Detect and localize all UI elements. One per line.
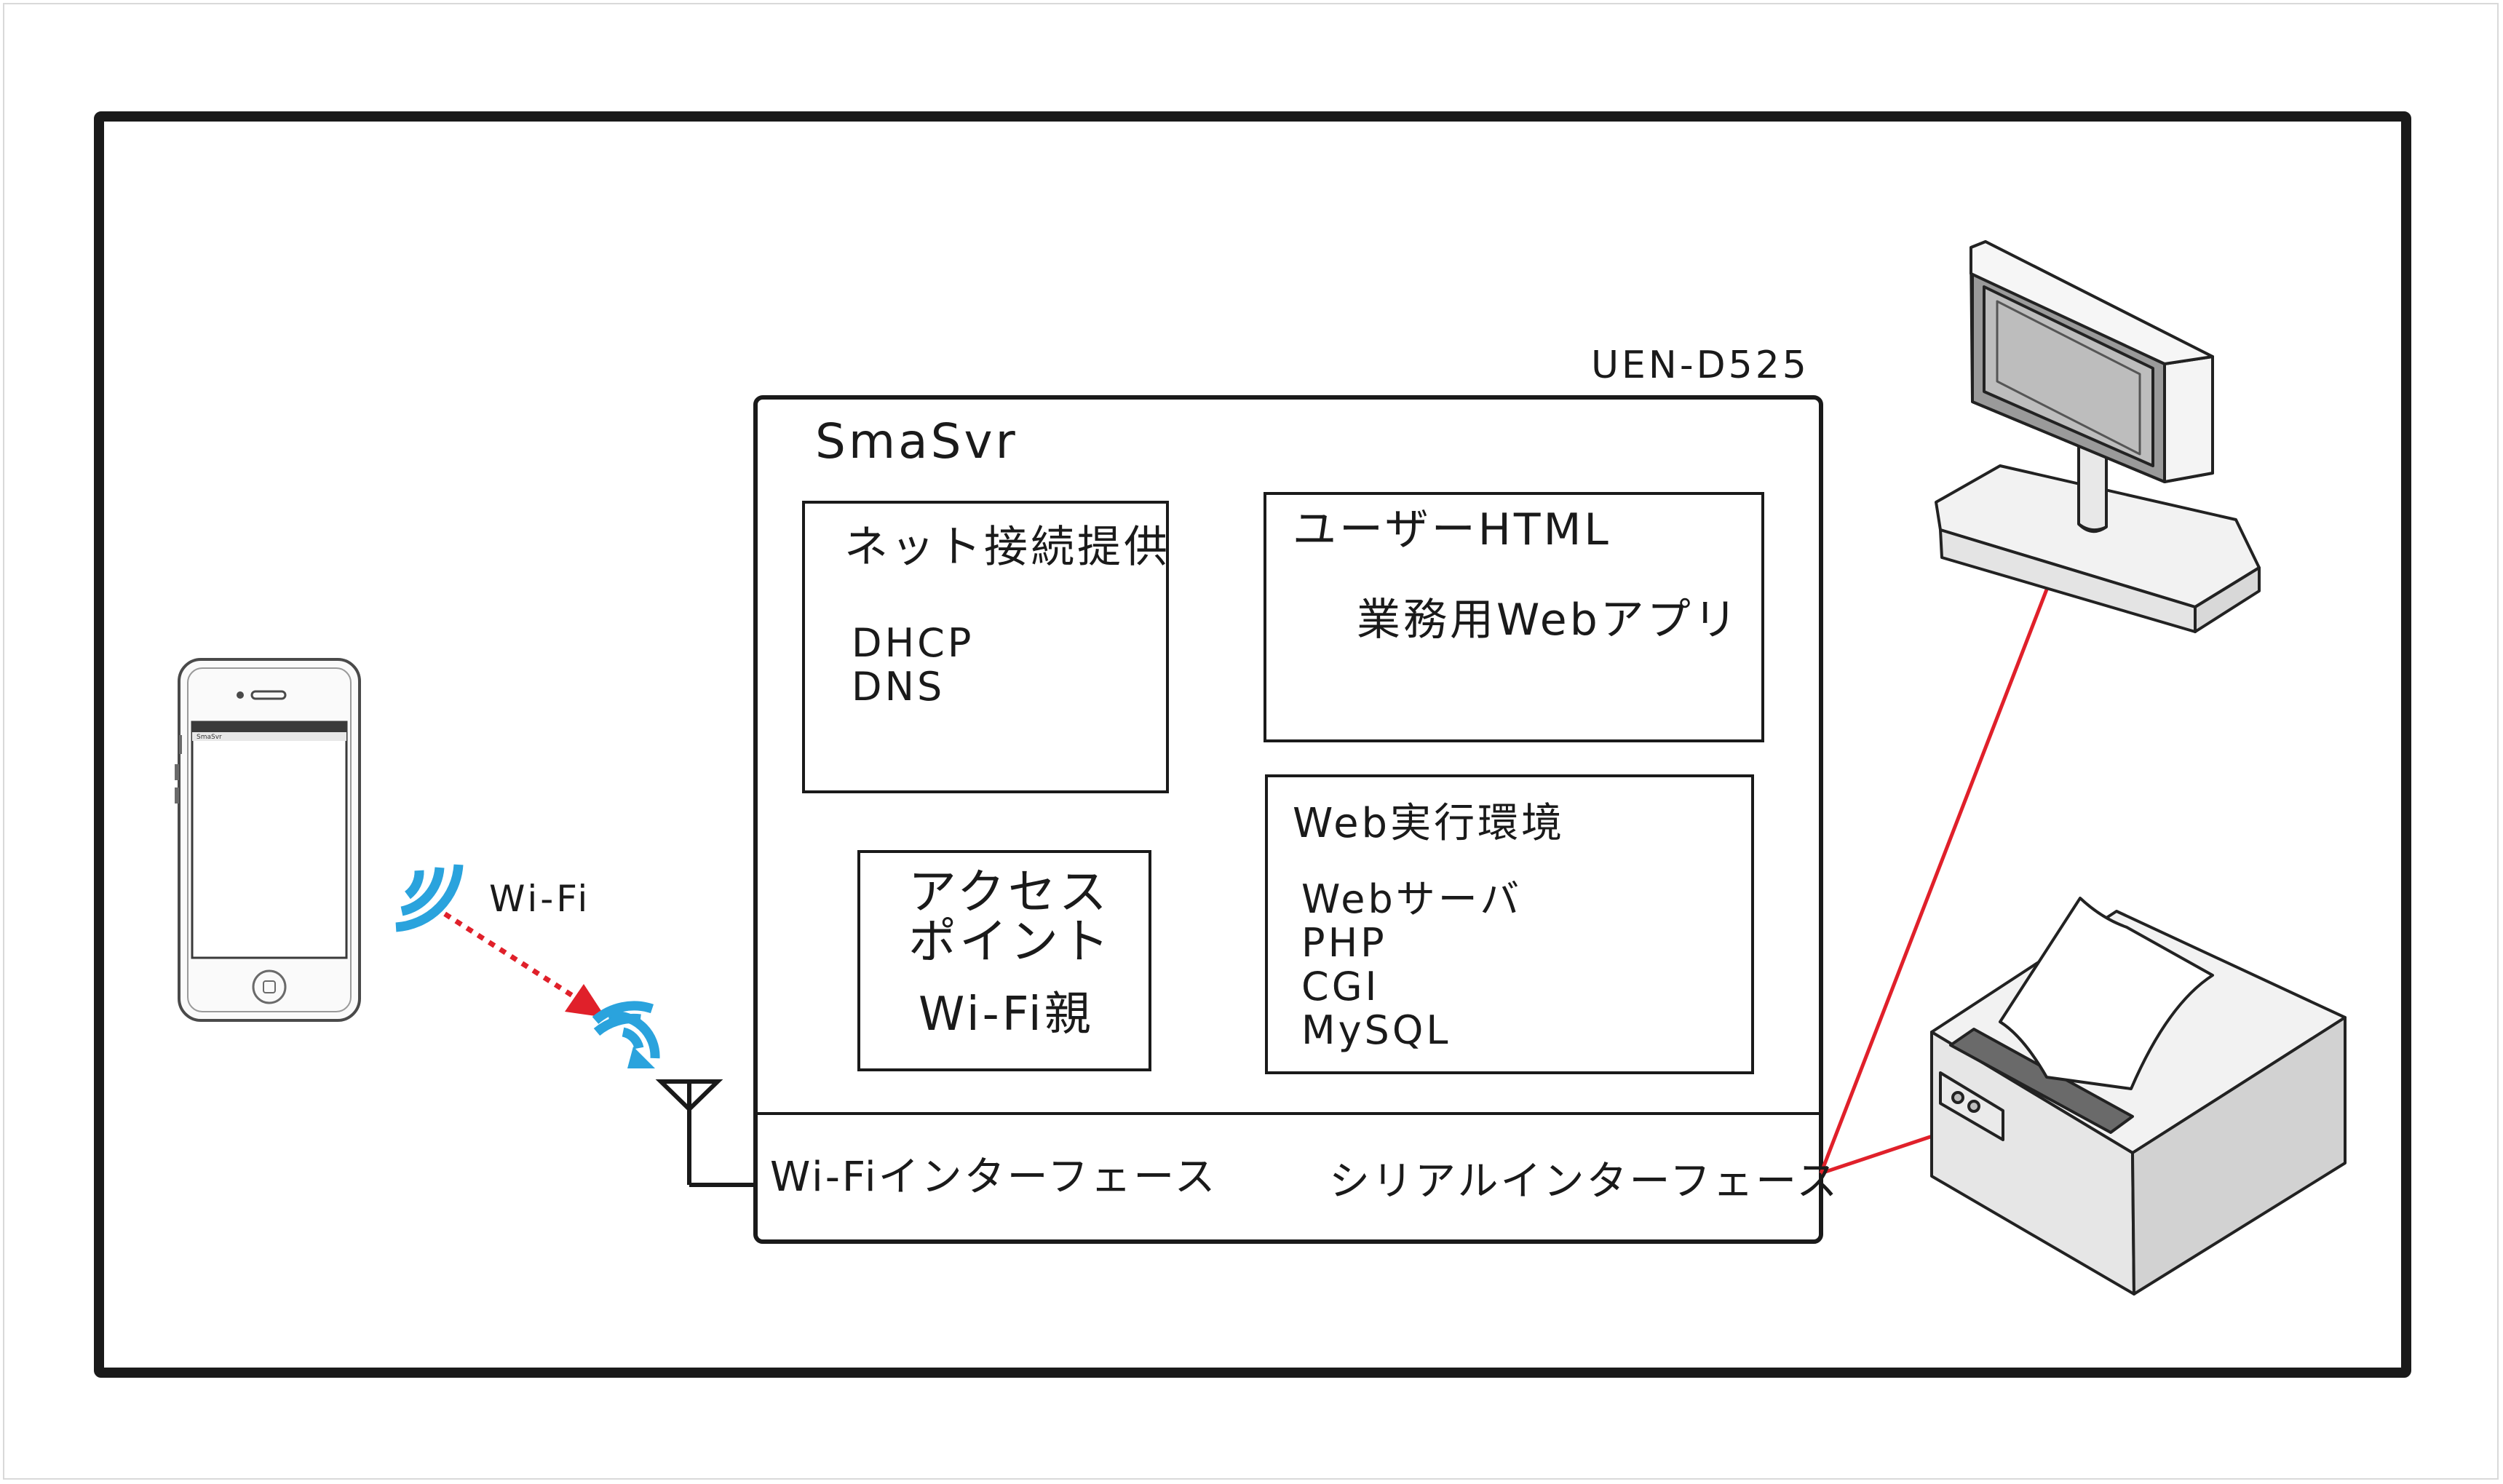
net-box-title: ネット接続提供 (844, 522, 1170, 573)
ap-title-line-1: アクセス (908, 864, 1110, 920)
access-point-box (857, 850, 1151, 1071)
web-item-php: PHP (1301, 920, 1387, 966)
web-item-mysql: MySQL (1301, 1007, 1451, 1053)
wifi-link-arrow (432, 905, 606, 1017)
web-box-items: Webサーバ PHP CGI MySQL (1301, 878, 1522, 1052)
ap-box-subtitle: Wi-Fi親 (919, 988, 1094, 1041)
outer-frame (94, 111, 2411, 1378)
web-box-title: Web実行環境 (1293, 800, 1566, 847)
serial-links (1819, 589, 2049, 1175)
net-item-dns: DNS (852, 664, 945, 710)
antenna-icon (655, 1079, 755, 1187)
smartphone-icon: SmaSvr (175, 658, 361, 1022)
user-html-box (1264, 492, 1764, 742)
wifi-label: Wi-Fi (489, 878, 591, 920)
web-item-cgi: CGI (1301, 964, 1380, 1009)
device-label: UEN-D525 (1591, 344, 1809, 387)
web-item-server: Webサーバ (1301, 876, 1523, 922)
user-box-subtitle: 業務用Webアプリ (1357, 595, 1740, 646)
wifi-signal-icon-phone (395, 864, 464, 932)
phone-screen-header: SmaSvr (197, 734, 222, 741)
page-border (3, 3, 2499, 1480)
ap-title-line-2: ポイント (908, 913, 1112, 969)
customer-display-icon (1935, 240, 2261, 633)
net-box-items: DHCP DNS (852, 622, 974, 709)
web-env-box (1265, 774, 1754, 1074)
server-title: SmaSvr (815, 413, 1018, 469)
net-box (802, 501, 1169, 793)
ap-box-title: アクセス ポイント (908, 868, 1112, 967)
user-box-title: ユーザーHTML (1293, 504, 1611, 555)
serial-interface-label: シリアルインターフェース (1329, 1158, 1840, 1205)
receipt-printer-icon (1930, 897, 2347, 1295)
wifi-signal-icon-antenna (592, 1001, 660, 1068)
wifi-interface-label: Wi-Fiインターフェース (770, 1154, 1218, 1201)
net-item-dhcp: DHCP (852, 620, 975, 666)
